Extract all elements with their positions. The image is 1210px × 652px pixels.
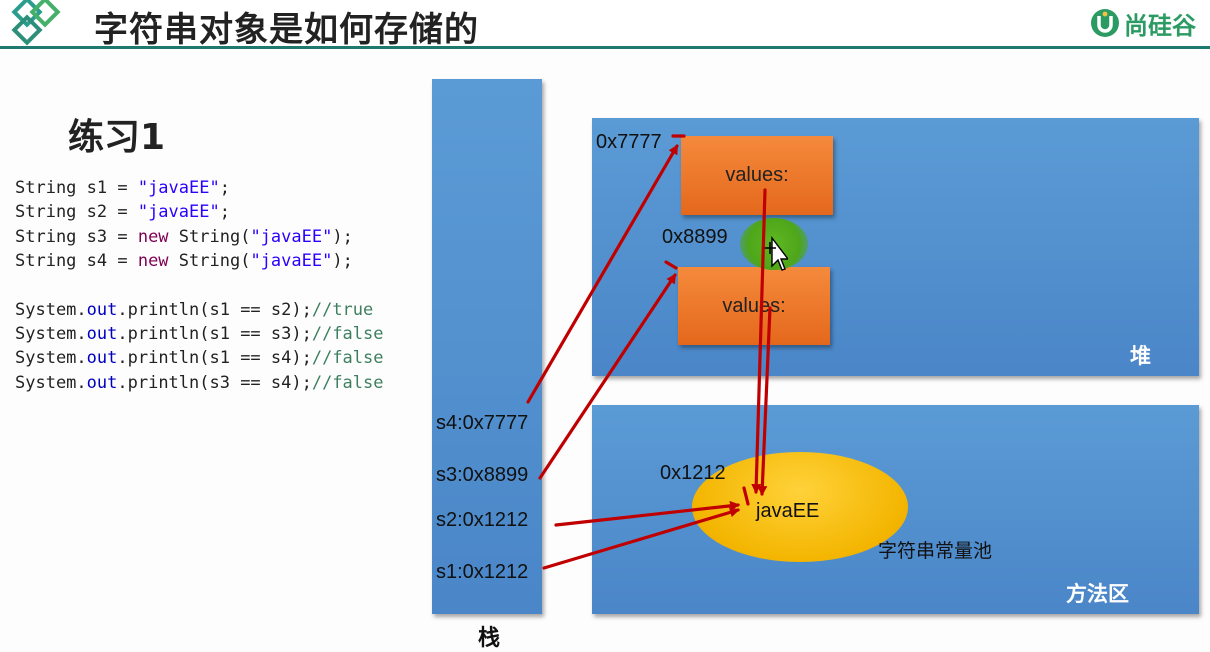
heap-address-2: 0x8899 [662, 226, 728, 248]
code-text: System. [15, 372, 87, 393]
code-line: System.out.println(s1 == s4);//false [15, 346, 384, 370]
code-field: out [86, 299, 118, 320]
code-keyword: new [137, 226, 169, 247]
header-bar: 字符串对象是如何存储的 尚硅谷 [0, 0, 1210, 50]
code-field: out [86, 372, 118, 393]
code-comment: //false [311, 348, 384, 369]
stack-panel [432, 79, 542, 614]
arrow-s4-to-obj1 [526, 144, 679, 404]
pool-value: javaEE [756, 500, 820, 522]
code-text: System. [15, 324, 87, 345]
heap-label: 堆 [1130, 344, 1151, 368]
arrow-s1-to-pool [542, 507, 740, 570]
code-text: String s4 = [15, 251, 138, 272]
arrow-obj1-to-pool [751, 188, 767, 494]
code-string: "javaEE" [137, 202, 220, 223]
code-line: String s1 = "javaEE"; [15, 176, 384, 200]
stack-var-s1: s1:0x1212 [436, 561, 529, 583]
stack-var-s3: s3:0x8899 [436, 464, 529, 486]
brand-name: 尚硅谷 [1124, 11, 1196, 40]
brand-u-icon [1091, 9, 1119, 37]
code-text: .println(s1 == s3); [117, 324, 312, 345]
code-line: String s3 = new String("javaEE"); [15, 225, 384, 249]
stack-var-s4: s4:0x7777 [436, 412, 529, 434]
code-block: String s1 = "javaEE";String s2 = "javaEE… [15, 176, 384, 395]
heap-object-1-field: values: [725, 164, 789, 186]
code-field: out [86, 348, 118, 369]
code-text: ); [332, 226, 353, 247]
tick-pool [742, 486, 750, 506]
exercise-title: 练习1 [68, 117, 166, 158]
code-text: ); [332, 251, 353, 272]
arrow-s2-to-pool [554, 500, 740, 527]
code-keyword: new [137, 251, 169, 272]
brand-logo: 尚硅谷 [1090, 6, 1196, 40]
arrow-obj2-to-pool [757, 306, 772, 496]
code-line: System.out.println(s3 == s4);//false [15, 371, 384, 395]
heap-object-1: values: [681, 136, 833, 215]
code-text: String s2 = [15, 202, 138, 223]
code-text: .println(s1 == s4); [117, 348, 312, 369]
code-line: String s2 = "javaEE"; [15, 200, 384, 224]
code-string: "javaEE" [137, 178, 220, 198]
move-cursor-icon [764, 236, 788, 271]
code-text: String( [168, 251, 251, 272]
pool-address: 0x1212 [660, 462, 726, 484]
code-text: String s1 = [15, 178, 138, 198]
code-line: System.out.println(s1 == s2);//true [15, 298, 384, 322]
code-text: .println(s1 == s2); [117, 299, 312, 320]
page-title: 字符串对象是如何存储的 [94, 10, 479, 50]
heap-address-1: 0x7777 [596, 131, 662, 153]
method-area-label: 方法区 [1066, 582, 1129, 606]
code-text: String s3 = [15, 226, 138, 247]
arrow-s3-to-obj2 [538, 273, 677, 480]
code-comment: //false [311, 372, 384, 393]
code-string: "javaEE" [250, 251, 333, 272]
code-text: System. [15, 299, 87, 320]
pool-label: 字符串常量池 [878, 540, 993, 562]
code-comment: //false [311, 324, 384, 345]
code-field: out [86, 324, 118, 345]
header-divider [0, 46, 1210, 49]
code-text: .println(s3 == s4); [117, 372, 312, 393]
code-string: "javaEE" [250, 226, 333, 247]
code-comment: //true [311, 299, 374, 320]
code-line: System.out.println(s1 == s3);//false [15, 322, 384, 346]
tick-obj2 [664, 260, 678, 270]
code-text: System. [15, 348, 87, 369]
stack-var-s2: s2:0x1212 [436, 509, 529, 531]
logo-diamond-icon [11, 0, 61, 46]
code-text: ; [219, 202, 230, 223]
code-text: String( [168, 226, 251, 247]
code-text: ; [219, 178, 230, 198]
code-line: String s4 = new String("javaEE"); [15, 249, 384, 273]
